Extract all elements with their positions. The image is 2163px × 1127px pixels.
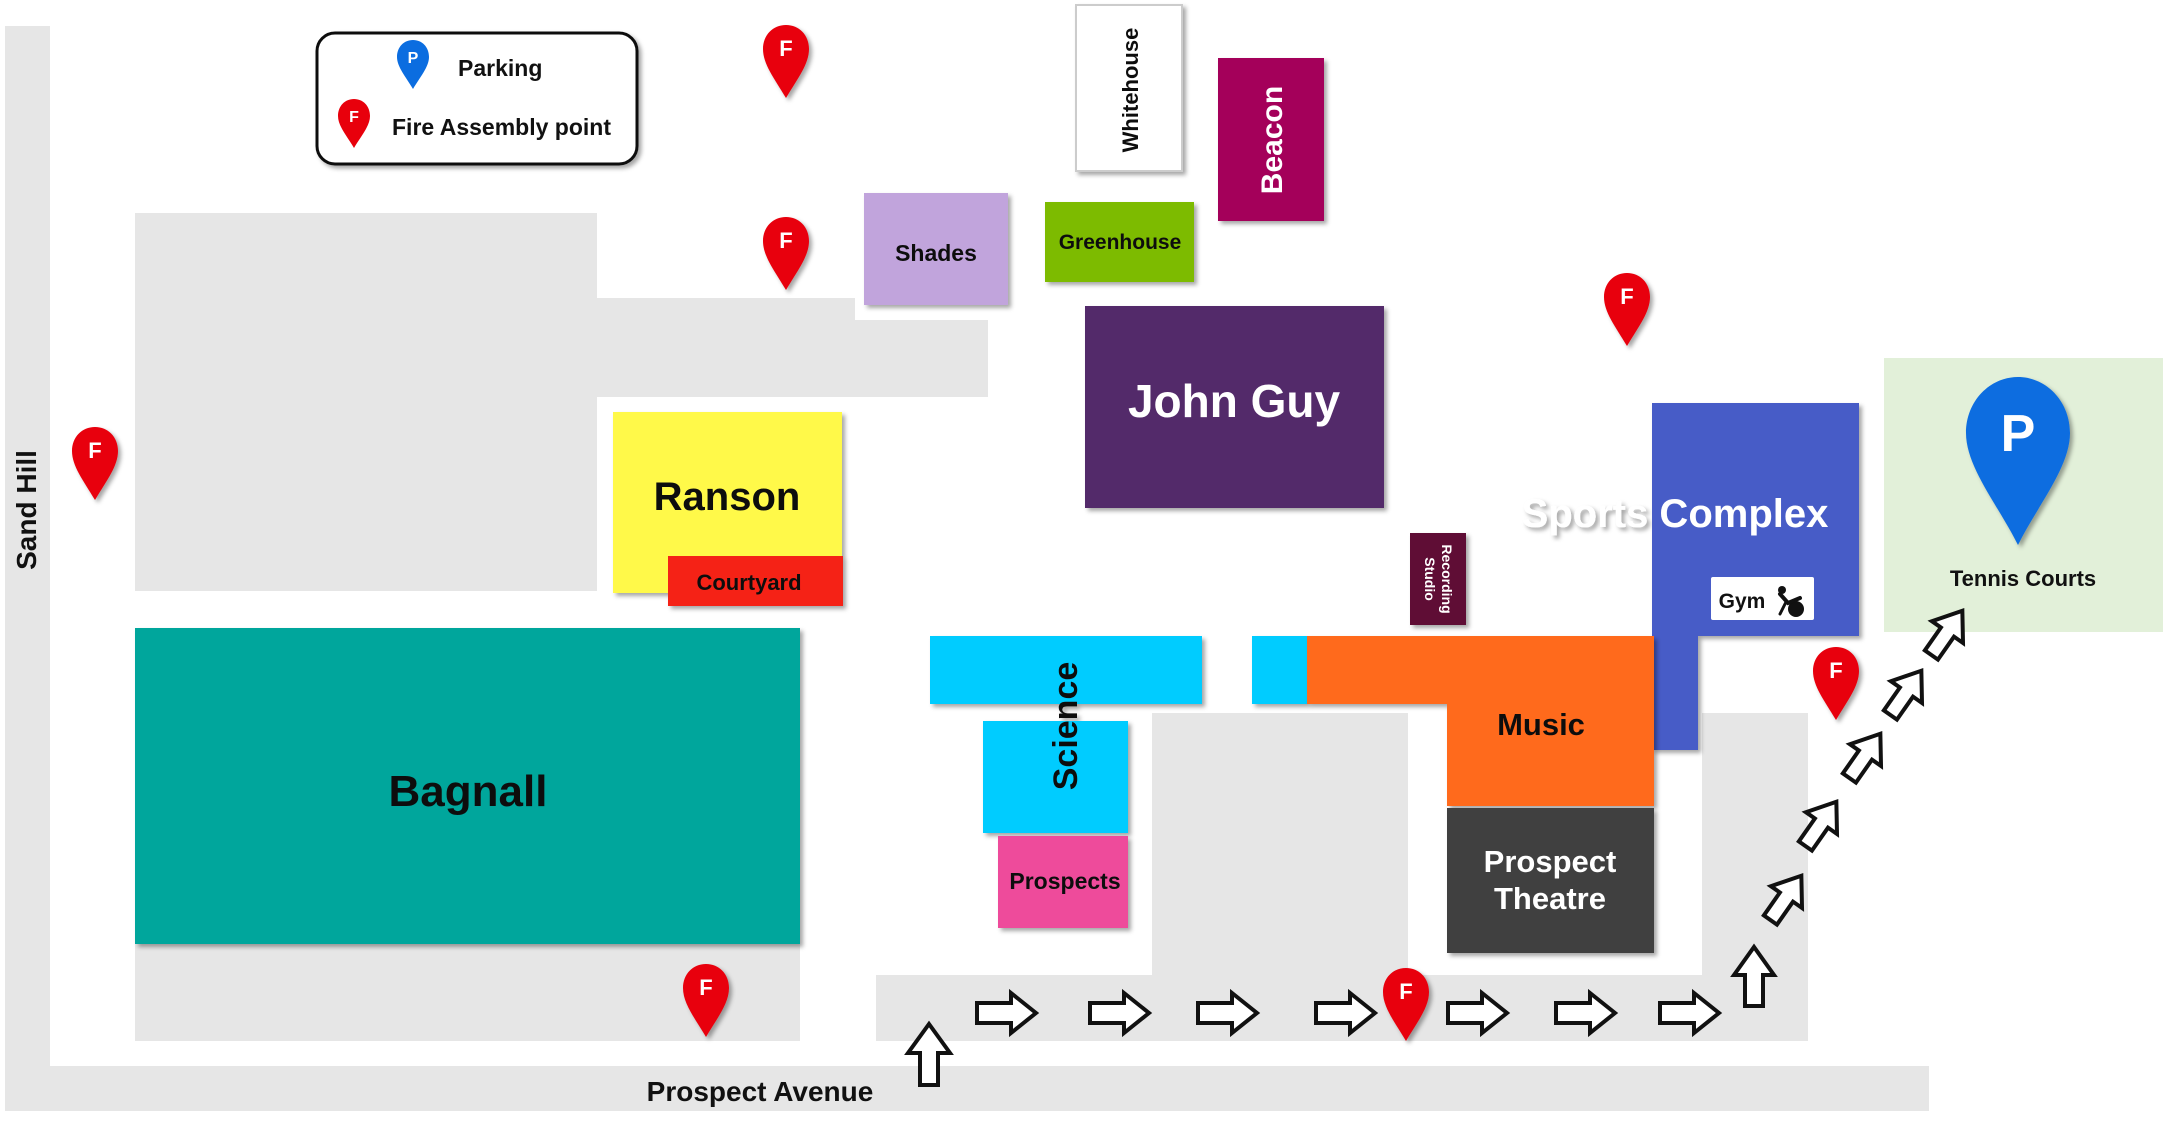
route-arrow-icon <box>1196 988 1261 1038</box>
route-arrow-icon <box>1658 988 1723 1038</box>
recording-studio-label-1: Recording <box>1439 544 1455 613</box>
shades-label: Shades <box>895 240 977 266</box>
ground-north-west <box>135 213 988 591</box>
parking-icon-letter: P <box>408 50 419 67</box>
legend-parking-label: Parking <box>458 55 542 81</box>
exercise-ball-icon <box>1778 586 1804 617</box>
building-science[interactable]: Science <box>930 636 1307 833</box>
sports-complex-label: Sports Complex <box>1522 492 1829 536</box>
fire-pin-icon[interactable]: F <box>683 964 729 1037</box>
fire-pin-icon[interactable]: F <box>1813 647 1859 720</box>
road-sand-hill <box>5 26 50 1111</box>
fire-pin-letter: F <box>1399 979 1412 1004</box>
tennis-courts-label: Tennis Courts <box>1950 566 2096 591</box>
route-arrow-icon <box>1922 608 1966 663</box>
parking-icon: P <box>397 40 429 89</box>
recording-studio-label-2: Studio <box>1422 557 1438 601</box>
prospect-theatre-label-2: Theatre <box>1494 881 1606 916</box>
prospect-theatre-label-1: Prospect <box>1484 844 1617 879</box>
ground-south-east <box>876 713 1808 1041</box>
fire-icon: F <box>338 99 370 148</box>
route-arrow-icon <box>1088 988 1153 1038</box>
building-prospect-theatre[interactable]: Prospect Theatre <box>1447 808 1654 953</box>
building-sports-complex[interactable]: Sports Complex <box>1492 403 1859 750</box>
route-arrow-icon <box>1554 988 1619 1038</box>
parking-pin-large-letter: P <box>2001 405 2036 463</box>
building-recording-studio[interactable]: Recording Studio <box>1410 533 1466 625</box>
building-beacon[interactable]: Beacon <box>1218 58 1324 221</box>
route-arrow-icon <box>904 1020 954 1087</box>
building-whitehouse[interactable]: Whitehouse <box>1075 4 1183 172</box>
science-label: Science <box>1047 662 1085 791</box>
prospect-avenue-label: Prospect Avenue <box>647 1076 874 1107</box>
route-arrow-icon <box>1796 799 1840 854</box>
route-arrow-icon <box>1761 873 1805 928</box>
fire-pin-letter: F <box>699 975 712 1000</box>
building-john-guy[interactable]: John Guy <box>1085 306 1384 508</box>
legend-fire-label: Fire Assembly point <box>392 114 611 140</box>
fire-assembly-points: F F F F F F F <box>72 25 1859 1041</box>
building-ranson[interactable]: Ranson Courtyard <box>613 412 843 606</box>
courtyard-label: Courtyard <box>696 570 801 595</box>
building-bagnall[interactable]: Bagnall <box>135 628 800 944</box>
beacon-label: Beacon <box>1256 86 1289 194</box>
fire-pin-icon[interactable]: F <box>763 217 809 290</box>
whitehouse-label: Whitehouse <box>1118 28 1143 153</box>
fire-pin-letter: F <box>779 36 792 61</box>
fire-pin-letter: F <box>1620 284 1633 309</box>
fire-pin-icon[interactable]: F <box>1604 273 1650 346</box>
roads <box>5 26 1929 1111</box>
gym[interactable]: Gym <box>1711 577 1814 620</box>
route-arrows <box>904 608 1966 1087</box>
building-greenhouse[interactable]: Greenhouse <box>1045 202 1194 282</box>
gym-label: Gym <box>1719 590 1766 613</box>
parking-pin-large[interactable]: P <box>1966 377 2070 545</box>
route-arrow-icon <box>1881 668 1925 723</box>
fire-pin-icon[interactable]: F <box>72 427 118 500</box>
courtyard[interactable] <box>668 556 843 606</box>
fire-pin-icon[interactable]: F <box>1383 968 1429 1041</box>
sand-hill-label: Sand Hill <box>11 450 42 570</box>
ranson-label: Ranson <box>654 475 801 519</box>
prospects-label: Prospects <box>1009 868 1120 894</box>
legend: P Parking F Fire Assembly point <box>315 31 639 166</box>
john-guy-label: John Guy <box>1128 375 1341 427</box>
fire-pin-letter: F <box>779 228 792 253</box>
route-arrow-icon <box>1730 943 1778 1008</box>
route-arrow-icon <box>1446 988 1511 1038</box>
road-prospect-avenue <box>5 1066 1929 1111</box>
bagnall-label: Bagnall <box>389 767 548 816</box>
route-arrow-icon <box>975 988 1040 1038</box>
greenhouse-label: Greenhouse <box>1059 231 1182 254</box>
building-prospects[interactable]: Prospects <box>998 836 1128 928</box>
building-shades[interactable]: Shades <box>864 193 1008 305</box>
route-arrow-icon <box>1314 988 1379 1038</box>
fire-pin-letter: F <box>1829 658 1842 683</box>
music-label: Music <box>1497 707 1585 742</box>
fire-icon-letter: F <box>349 109 359 126</box>
route-arrow-icon <box>1840 731 1884 786</box>
fire-pin-icon[interactable]: F <box>763 25 809 98</box>
fire-pin-letter: F <box>88 438 101 463</box>
building-music[interactable]: Music <box>1307 636 1654 806</box>
